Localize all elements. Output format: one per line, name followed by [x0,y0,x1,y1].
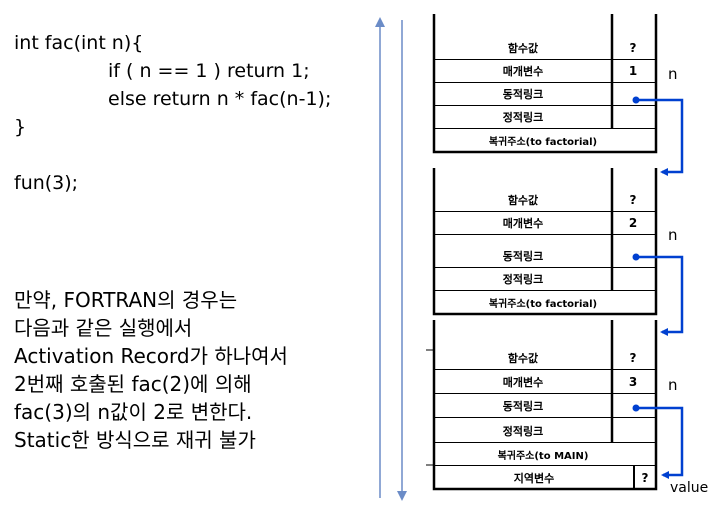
row-function-value: 함수값 ? [433,37,655,60]
static-link-label: 정적링크 [502,425,544,438]
row-local-variable: 지역변수 [433,466,635,489]
row-parameter: 매개변수 1 [433,60,655,83]
dynamic-link-arrow-2 [636,255,684,336]
row-parameter: 매개변수 3 [433,371,655,394]
dynamic-link-dot-3 [632,404,640,412]
parameter-value: 1 [628,64,638,78]
dynamic-link-dot-1 [632,96,640,104]
dynamic-link-label: 동적링크 [502,88,544,101]
parameter-value: 2 [628,216,638,230]
description-line-3: Activation Record가 하나여서 [14,344,288,368]
row-dynamic-link: 동적링크 [433,245,655,268]
code-line-if: if ( n == 1 ) return 1; [108,60,310,82]
row-static-link: 정적링크 [433,106,655,129]
description-line-2: 다음과 같은 실행에서 [14,316,193,340]
local-variable-value-cell: ? [635,466,655,489]
dynamic-link-dot-2 [632,253,640,261]
parameter-label: 매개변수 [502,376,544,389]
param-name-label-1: n [668,65,678,83]
return-address-label: 복귀주소(to factorial) [488,136,598,148]
row-dynamic-link: 동적링크 [433,83,655,106]
dynamic-link-label: 동적링크 [502,400,544,413]
function-value-label: 함수값 [507,194,539,207]
parameter-label: 매개변수 [502,65,544,78]
param-name-label-3: n [668,376,678,394]
frame-1-border [432,14,658,154]
description-line-6: Static한 방식으로 재귀 불가 [14,428,256,452]
function-value-value: ? [629,351,637,365]
row-function-value: 함수값 ? [433,189,655,212]
code-line-else: else return n * fac(n-1); [108,88,332,110]
static-link-label: 정적링크 [502,273,544,286]
code-line-call: fun(3); [14,172,79,194]
code-line-close-brace: } [14,116,27,138]
local-variable-value: ? [641,470,649,485]
parameter-label: 매개변수 [502,217,544,230]
param-name-label-2: n [668,226,678,244]
row-static-link: 정적링크 [433,268,655,291]
row-dynamic-link: 동적링크 [433,395,655,418]
value-label: value [670,480,709,496]
function-value-label: 함수값 [507,42,539,55]
row-parameter: 매개변수 2 [433,212,655,235]
dynamic-link-arrow-3 [636,406,684,479]
function-value-value: ? [629,193,637,207]
function-value-value: ? [629,41,637,55]
row-function-value: 함수값 ? [433,347,655,370]
parameter-value: 3 [628,375,638,389]
return-address-label: 복귀주소(to MAIN) [497,450,589,462]
frame-2-border [432,168,658,316]
static-link-label: 정적링크 [502,111,544,124]
dynamic-link-arrow-1 [636,98,684,176]
row-return-address: 복귀주소(to MAIN) [433,443,655,466]
function-value-label: 함수값 [507,352,539,365]
code-line-signature: int fac(int n){ [14,32,144,54]
frame-3-border [432,320,658,491]
description-line-5: fac(3)의 n값이 2로 변한다. [14,400,253,424]
local-variable-label: 지역변수 [513,471,555,485]
dynamic-link-label: 동적링크 [502,250,544,263]
row-static-link: 정적링크 [433,420,655,443]
description-line-4: 2번째 호출된 fac(2)에 의해 [14,372,252,396]
description-line-1: 만약, FORTRAN의 경우는 [14,288,238,312]
return-address-label: 복귀주소(to factorial) [488,298,598,310]
